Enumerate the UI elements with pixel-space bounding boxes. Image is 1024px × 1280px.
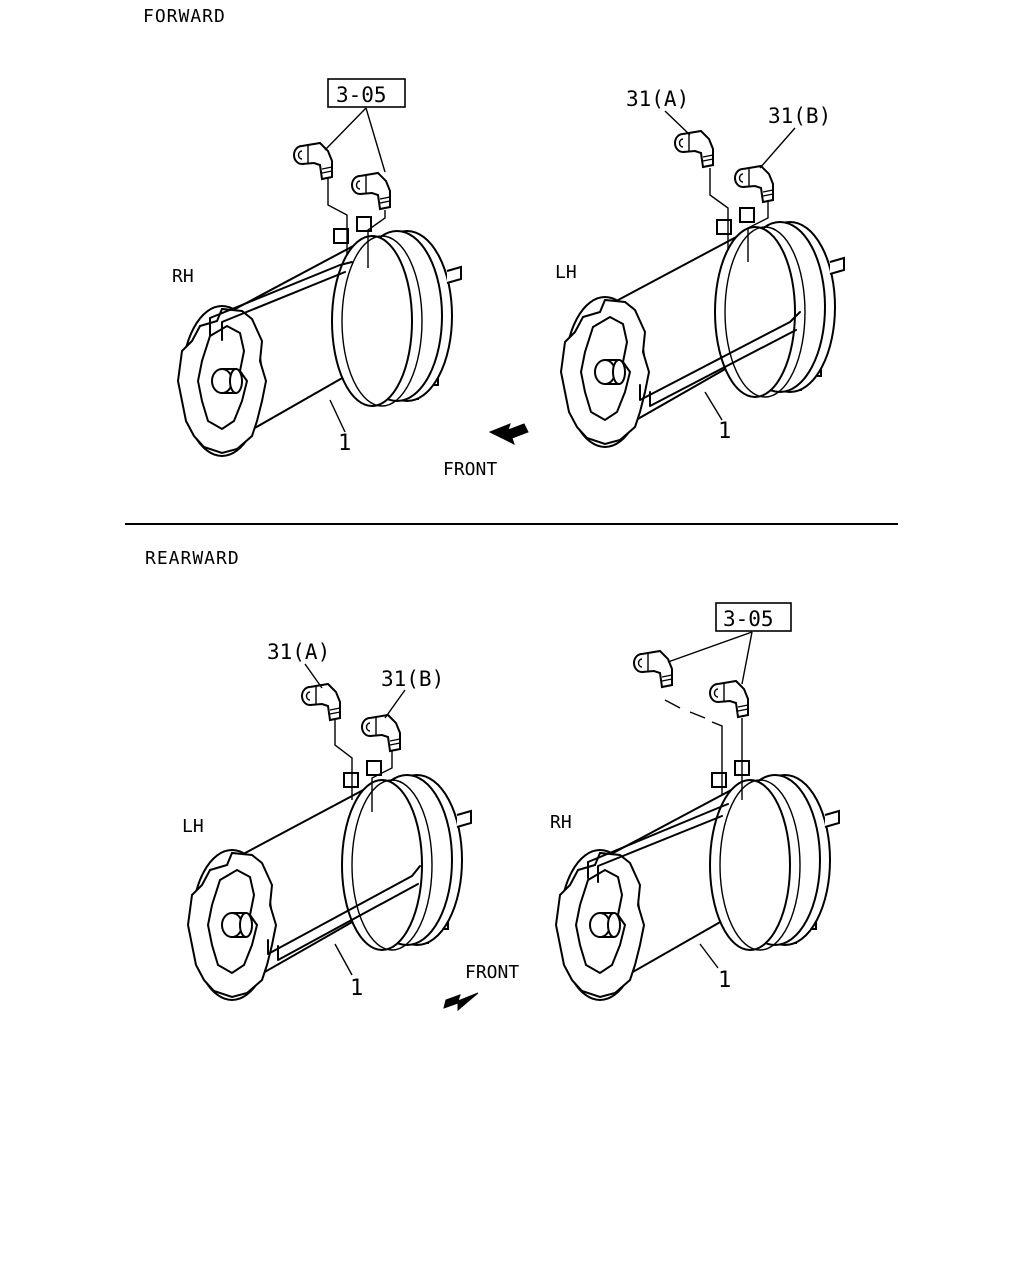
ref-box-3-05-rearward: 3-05	[667, 602, 792, 685]
front-arrow-icon-rearward	[443, 992, 479, 1012]
svg-text:31(B): 31(B)	[381, 667, 444, 691]
motor-rh-rearward	[555, 650, 840, 1056]
front-arrow-icon-forward	[488, 423, 529, 445]
side-label-lh-rearward: LH	[182, 816, 204, 837]
part-number-rh-rearward: 1	[718, 968, 731, 993]
motor-rh-forward	[177, 142, 462, 512]
part-number-lh-rearward: 1	[350, 976, 363, 1001]
svg-text:3-05: 3-05	[336, 83, 387, 107]
front-label-forward: FRONT	[443, 459, 497, 480]
callout-31b-rearward: 31(B)	[381, 667, 444, 719]
part-number-lh-forward: 1	[718, 419, 731, 444]
svg-text:31(B): 31(B)	[768, 104, 831, 128]
callout-31a-forward: 31(A)	[626, 87, 691, 136]
side-label-rh-rearward: RH	[550, 812, 572, 833]
callout-31b-forward: 31(B)	[759, 104, 831, 169]
svg-text:31(A): 31(A)	[626, 87, 689, 111]
svg-text:3-05: 3-05	[723, 607, 774, 631]
front-label-rearward: FRONT	[465, 962, 519, 983]
motor-lh-rearward	[187, 683, 472, 1056]
section-title-rearward: REARWARD	[145, 548, 240, 569]
motor-lh-forward	[560, 130, 845, 503]
side-label-rh-forward: RH	[172, 266, 194, 287]
svg-text:31(A): 31(A)	[267, 640, 330, 664]
side-label-lh-forward: LH	[555, 262, 577, 283]
section-title-forward: FORWARD	[143, 6, 226, 27]
callout-31a-rearward: 31(A)	[267, 640, 330, 689]
ref-box-3-05-forward: 3-05	[324, 78, 406, 173]
part-number-rh-forward: 1	[338, 431, 351, 456]
